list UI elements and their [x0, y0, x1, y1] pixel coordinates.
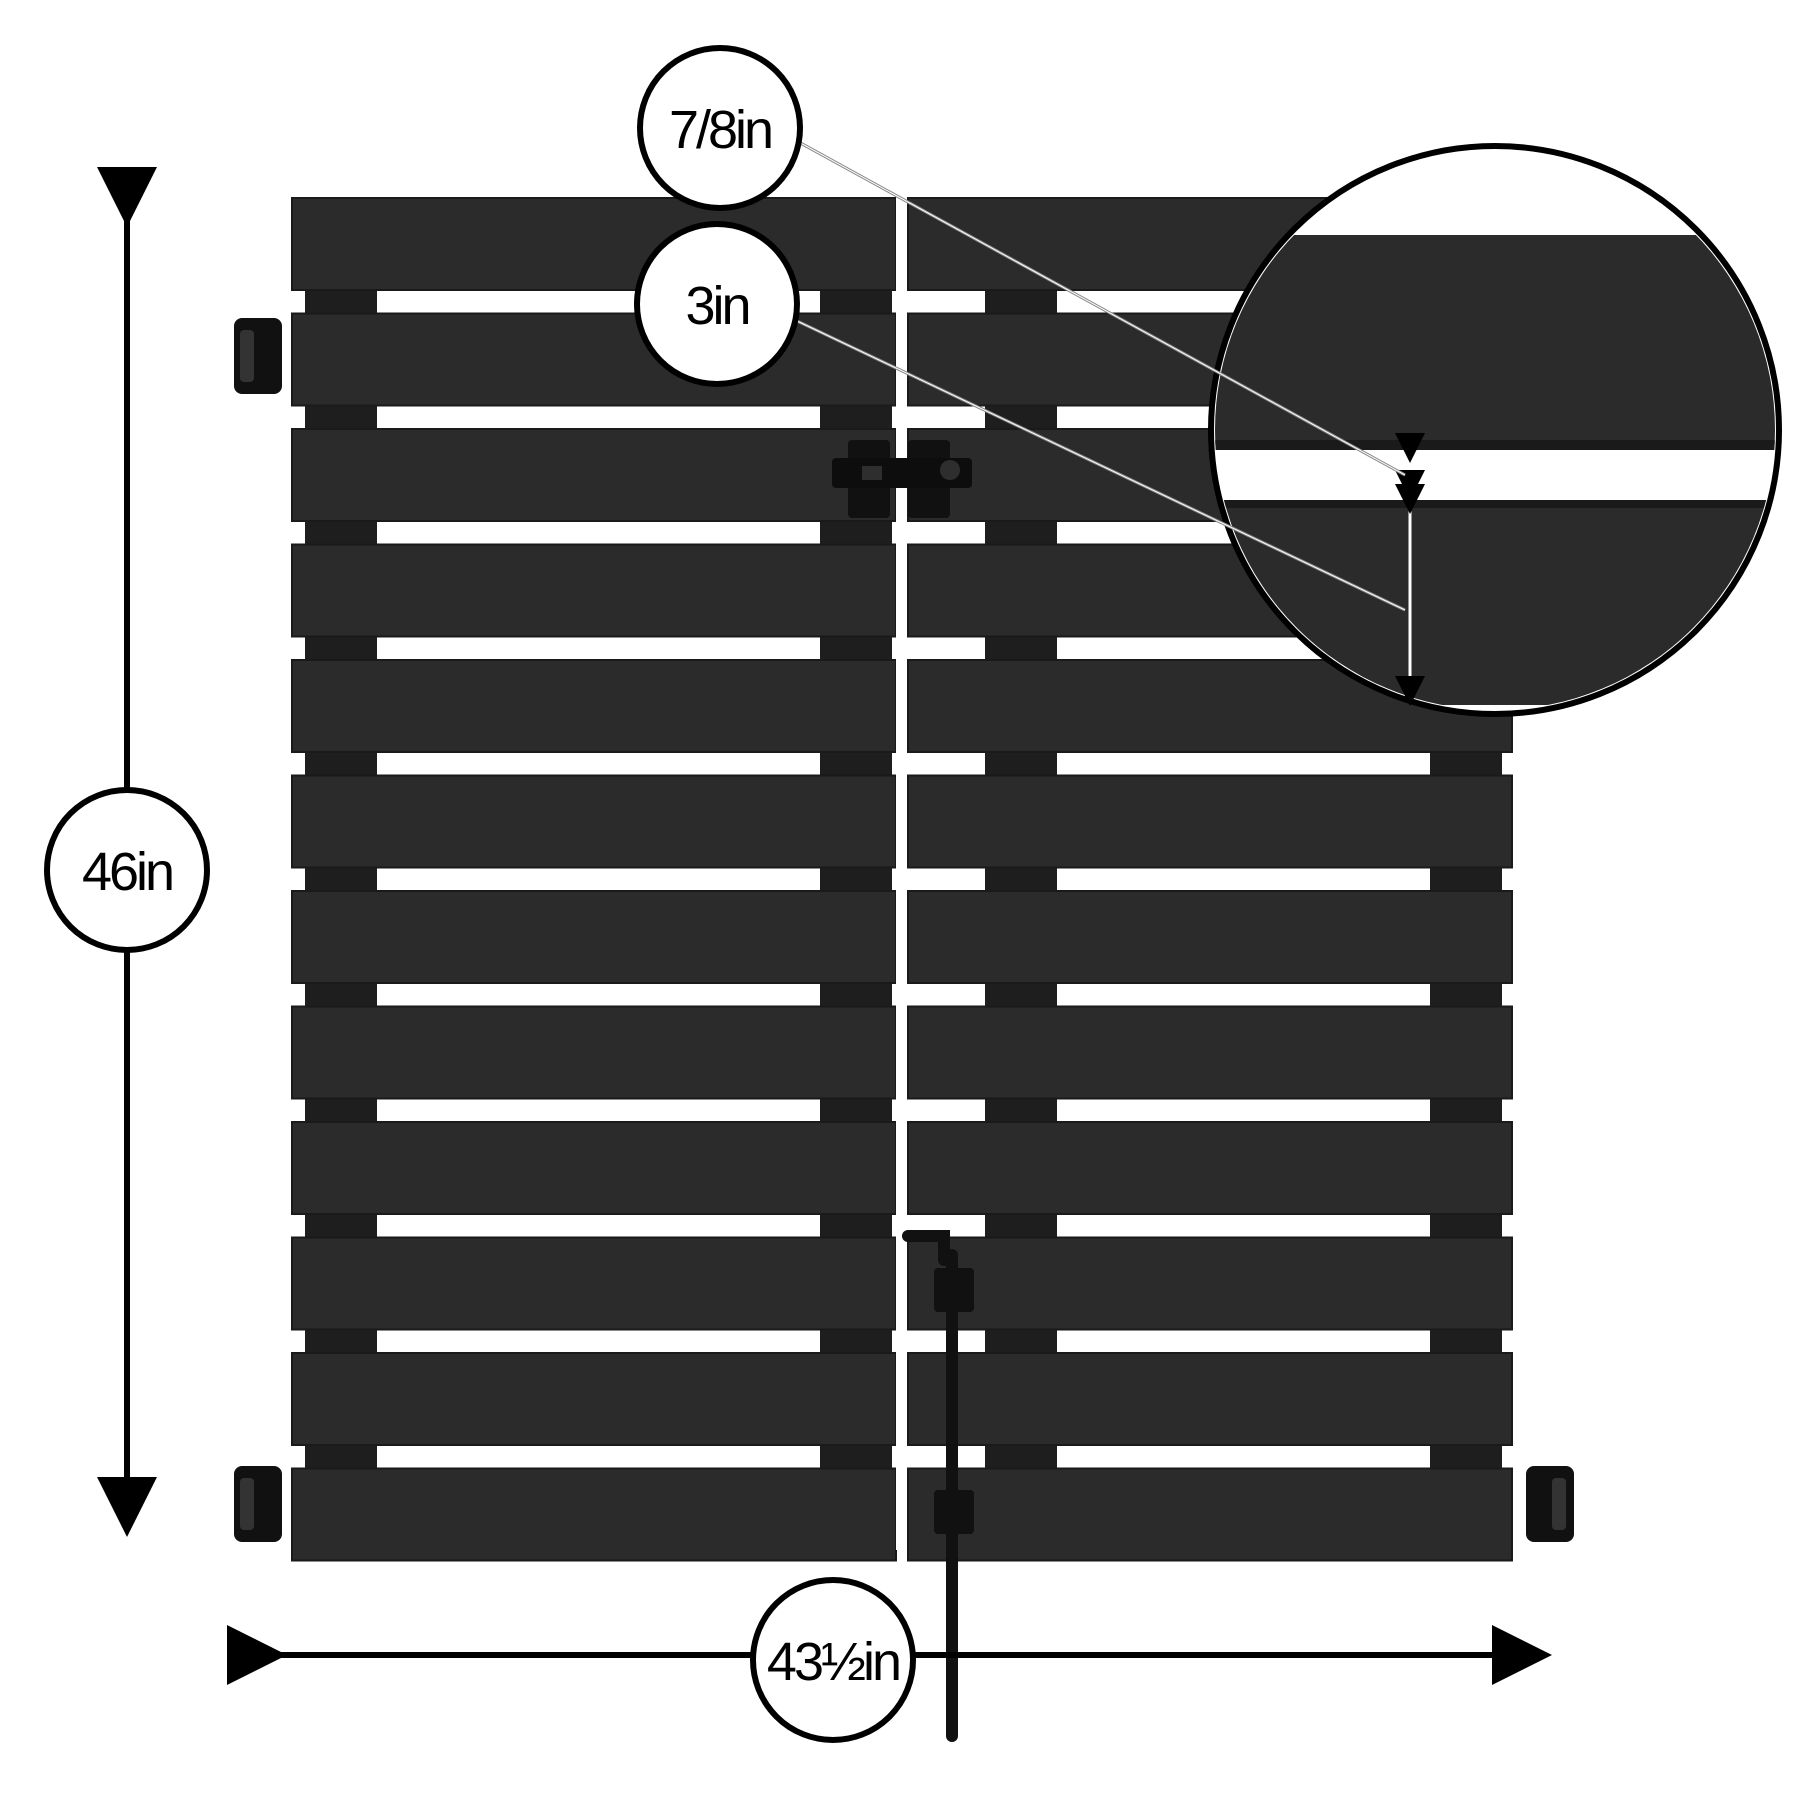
slat-width-label-badge: 3in [634, 221, 800, 387]
slat-left-8 [291, 1005, 897, 1100]
slat-left-12 [291, 1467, 897, 1562]
zoom-detail-inset [1208, 143, 1782, 717]
batten-left-1 [305, 198, 377, 1561]
slat-left-10 [291, 1236, 897, 1331]
slat-left-7 [291, 890, 897, 984]
slat-right-6 [907, 774, 1513, 869]
slat-left-11 [291, 1352, 897, 1446]
slat-left-1 [291, 197, 897, 291]
slide-latch-icon [832, 440, 972, 518]
slat-left-4 [291, 543, 897, 638]
slat-left-6 [291, 774, 897, 869]
hinge-bottom-left-icon [234, 1466, 282, 1542]
slat-left-2 [291, 312, 897, 407]
width-label-badge: 43½in [750, 1577, 916, 1743]
height-label-badge: 46in [44, 787, 210, 953]
hinge-top-left-icon [234, 318, 282, 394]
gap-label-badge: 7/8in [637, 45, 803, 211]
slat-right-9 [907, 1121, 1513, 1215]
slat-right-8 [907, 1005, 1513, 1100]
slat-width-label: 3in [685, 276, 748, 336]
slat-right-10 [907, 1236, 1513, 1331]
slat-left-9 [291, 1121, 897, 1215]
batten-left-2 [820, 198, 892, 1561]
slat-right-12 [907, 1467, 1513, 1562]
batten-right-1 [985, 198, 1057, 1561]
height-label: 46in [82, 842, 172, 902]
zoom-slat-upper [1215, 235, 1775, 450]
slat-right-11 [907, 1352, 1513, 1446]
left-gate-panel [291, 197, 897, 1562]
slat-left-5 [291, 659, 897, 753]
slat-right-7 [907, 890, 1513, 984]
width-label: 43½in [767, 1632, 899, 1692]
gap-label: 7/8in [669, 100, 771, 160]
hinge-bottom-right-icon [1526, 1466, 1574, 1542]
slat-left-3 [291, 428, 897, 522]
